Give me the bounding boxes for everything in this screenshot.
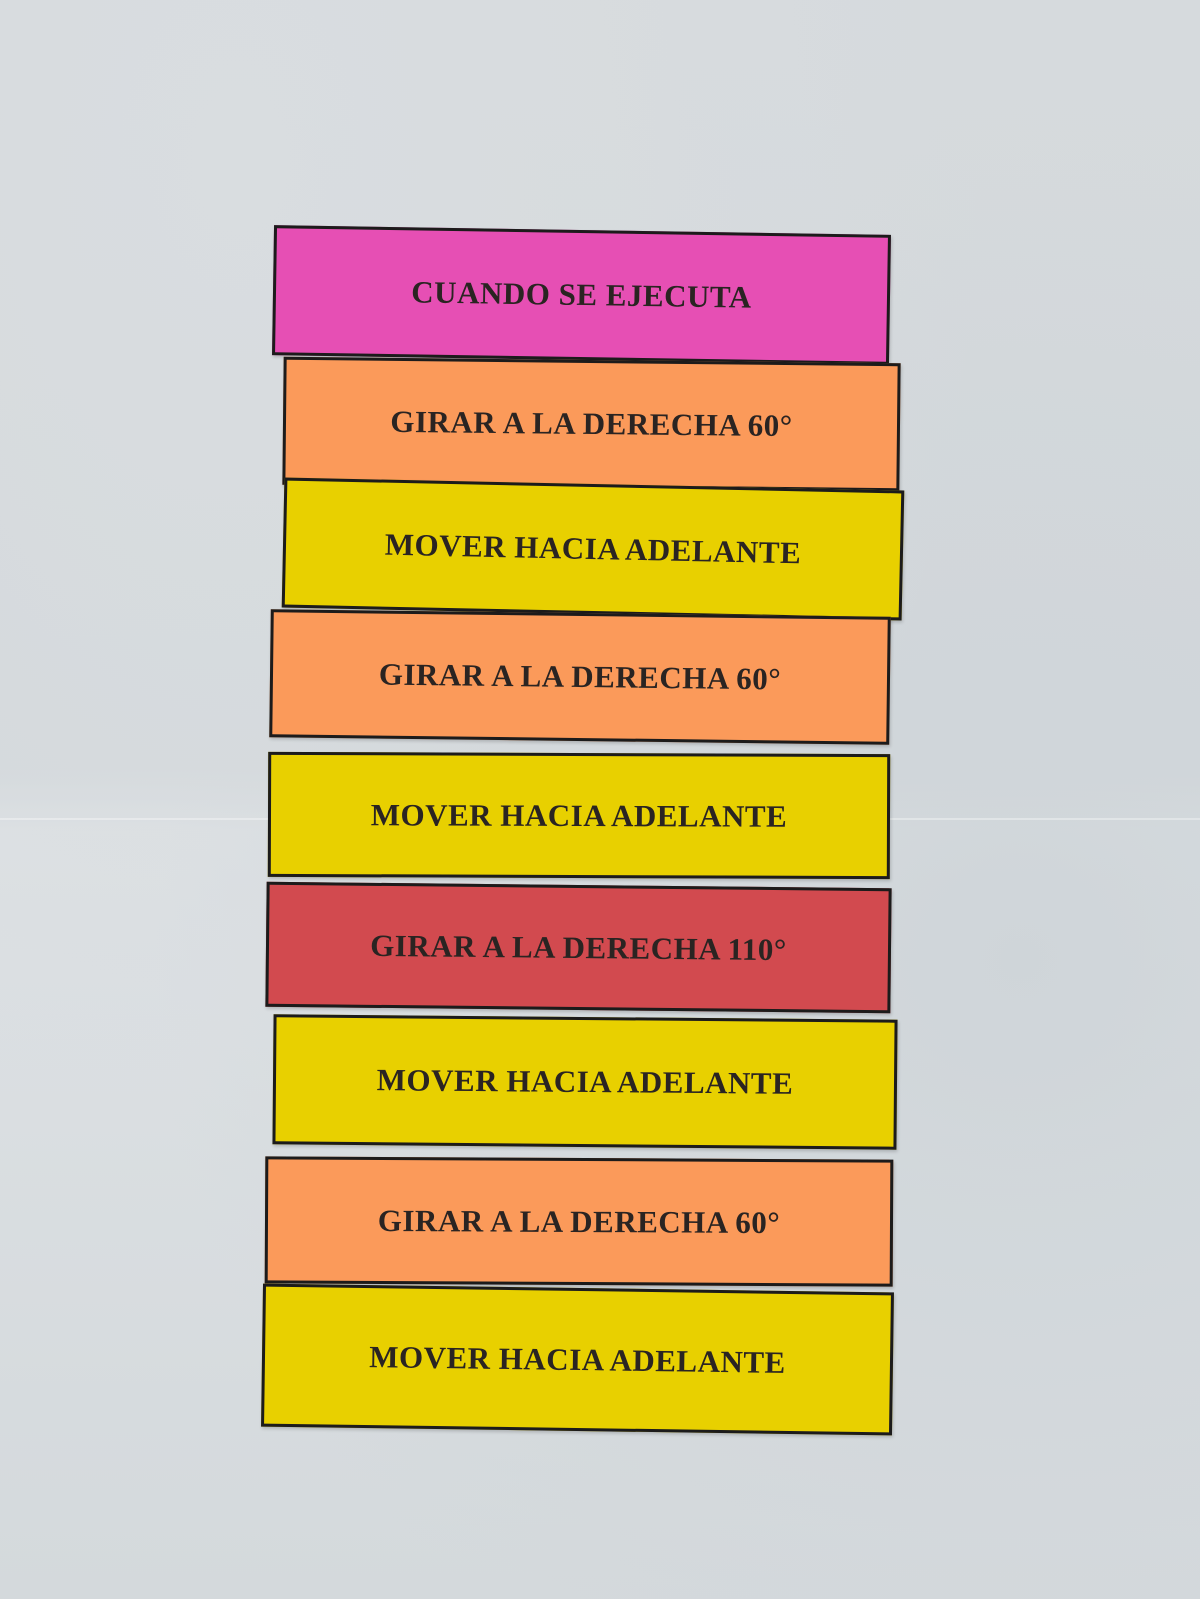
card-label: MOVER HACIA ADELANTE [370,796,788,834]
card-move-forward: MOVER HACIA ADELANTE [261,1283,894,1436]
card-label: CUANDO SE EJECUTA [411,274,752,315]
card-turn-right: GIRAR A LA DERECHA 60° [269,609,891,745]
card-label: MOVER HACIA ADELANTE [369,1338,786,1380]
card-label: MOVER HACIA ADELANTE [376,1062,794,1101]
card-move-forward: MOVER HACIA ADELANTE [272,1014,898,1150]
card-move-forward: MOVER HACIA ADELANTE [281,477,905,621]
card-turn-right: GIRAR A LA DERECHA 110° [265,881,892,1014]
card-label: GIRAR A LA DERECHA 60° [390,403,793,444]
card-turn-right: GIRAR A LA DERECHA 60° [282,356,901,492]
card-when-run: CUANDO SE EJECUTA [272,225,891,365]
card-turn-right: GIRAR A LA DERECHA 60° [264,1156,894,1287]
card-label: MOVER HACIA ADELANTE [384,526,802,571]
card-label: GIRAR A LA DERECHA 60° [378,656,782,697]
card-move-forward: MOVER HACIA ADELANTE [267,751,891,880]
card-label: GIRAR A LA DERECHA 60° [377,1202,781,1240]
card-label: GIRAR A LA DERECHA 110° [370,927,788,967]
